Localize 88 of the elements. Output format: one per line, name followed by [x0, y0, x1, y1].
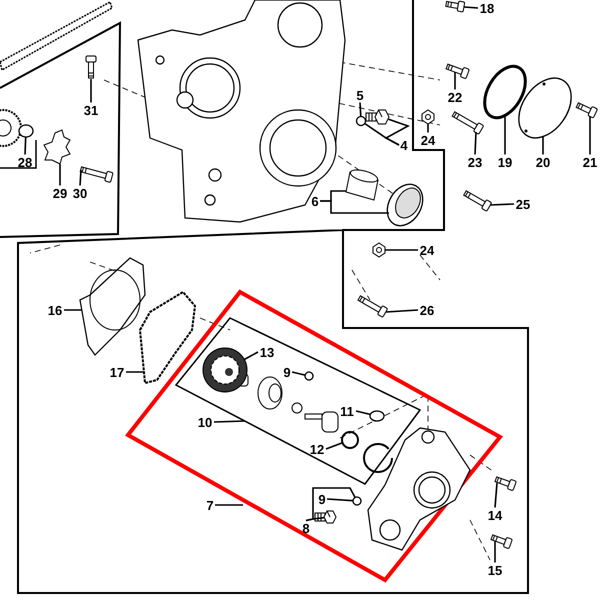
leader-line [244, 351, 258, 360]
leader-line [214, 420, 246, 423]
callout-number: 28 [16, 154, 34, 170]
bolt-icon [80, 166, 114, 183]
leader-line [215, 504, 243, 506]
cover-drawing [79, 257, 146, 356]
leader-line [474, 132, 477, 155]
callout-number: 13 [258, 344, 276, 360]
callout-number: 14 [486, 508, 504, 522]
callout-number: 6 [310, 194, 320, 208]
leader-line [427, 124, 429, 132]
callout-number: 24 [418, 242, 436, 258]
bolt-icon [86, 56, 96, 78]
washer-icon [356, 116, 366, 126]
callout-number: 9 [317, 492, 327, 506]
leader-line [90, 79, 92, 102]
callout-number: 11 [338, 404, 356, 418]
bolt-icon [357, 295, 388, 318]
washer-icon [352, 496, 362, 506]
leader-line [320, 200, 389, 214]
leader-line [490, 203, 514, 206]
washer-icon [304, 371, 314, 381]
leader-line [64, 309, 82, 311]
leader-line [292, 371, 306, 376]
callout-number: 4 [399, 138, 409, 152]
bushing-icon [345, 169, 379, 201]
pump-housing-drawing [367, 427, 471, 551]
oil-seal-icon [386, 184, 424, 226]
bolt-icon [490, 534, 513, 550]
callout-number: 22 [446, 90, 464, 104]
callout-number: 29 [51, 186, 69, 200]
leader-line [464, 6, 478, 9]
callout-number: 10 [196, 414, 214, 430]
leader-line [79, 170, 82, 186]
seal-ring-icon [483, 64, 527, 120]
callout-number: 9 [282, 364, 292, 380]
callout-number: 30 [71, 186, 89, 200]
callout-number: 7 [205, 498, 215, 512]
leader-line [589, 116, 591, 154]
nut-icon [372, 242, 386, 258]
callout-number: 12 [308, 442, 326, 456]
bolt-icon [494, 476, 517, 492]
callout-number: 24 [419, 132, 437, 148]
nut-icon [422, 109, 434, 125]
callout-number: 25 [514, 196, 532, 212]
bolt-icon [445, 0, 466, 12]
snap-ring-icon [341, 431, 359, 449]
leader-line [454, 72, 456, 90]
kit-frame [176, 318, 420, 484]
plug-icon [314, 510, 337, 524]
bolt-icon [445, 64, 470, 80]
leader-line [364, 122, 400, 146]
callout-number: 26 [418, 302, 436, 318]
leader-line [24, 136, 26, 155]
callout-number: 18 [478, 0, 496, 16]
callout-number: 17 [108, 364, 126, 380]
leader-line [542, 137, 544, 154]
plug-icon [366, 110, 390, 124]
leader-line [126, 371, 144, 373]
leader-line [504, 117, 506, 154]
callout-number: 5 [355, 88, 365, 102]
leader-line [385, 249, 418, 251]
callout-number: 21 [581, 154, 599, 170]
leader-line [306, 516, 324, 522]
leader-line [59, 164, 61, 186]
leader-line [494, 541, 496, 562]
callout-number: 8 [301, 520, 311, 536]
leader-line [326, 442, 343, 450]
bolt-icon [452, 111, 484, 135]
ring-icon [18, 124, 34, 138]
leader-line [326, 498, 354, 502]
sprocket-icon [43, 129, 71, 165]
bolt-icon [576, 102, 598, 119]
impeller-icon [202, 348, 248, 392]
gasket-drawing [138, 290, 196, 384]
callout-number: 16 [46, 302, 64, 318]
leader-line [494, 482, 498, 508]
callout-number: 15 [486, 562, 504, 578]
leader-line [359, 102, 362, 117]
cover-plate-icon [518, 78, 572, 138]
cap-icon [369, 410, 385, 422]
callout-number: 23 [466, 154, 484, 170]
callout-number: 31 [82, 102, 100, 118]
callout-number: 19 [496, 154, 514, 170]
bolt-icon [463, 190, 492, 212]
leader-line [356, 410, 372, 416]
leader-line [386, 309, 418, 313]
callout-number: 20 [534, 154, 552, 170]
